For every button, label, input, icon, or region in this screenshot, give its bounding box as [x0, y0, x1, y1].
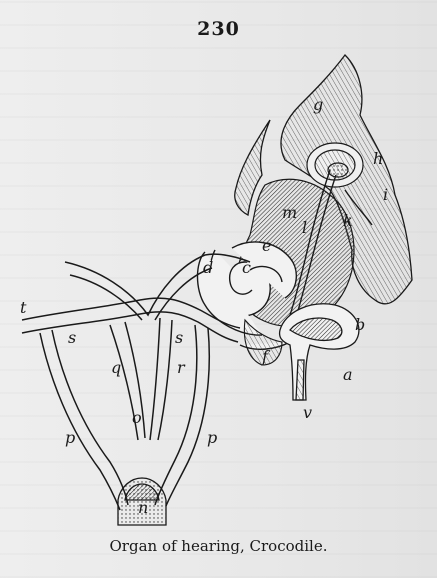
label-s-left: s — [68, 328, 76, 347]
label-r: r — [177, 358, 186, 377]
label-c: c — [242, 258, 251, 277]
label-o: o — [132, 408, 142, 427]
label-l: l — [302, 218, 307, 237]
label-t: t — [20, 298, 27, 317]
label-m: m — [282, 203, 297, 222]
lagena-b — [280, 304, 359, 400]
label-e: e — [262, 236, 271, 255]
label-n: n — [138, 498, 148, 517]
label-v: v — [303, 403, 312, 422]
label-a: a — [343, 365, 353, 384]
label-s-right: s — [175, 328, 183, 347]
cochlea-g — [307, 143, 363, 187]
label-b: b — [355, 315, 365, 334]
label-d: d — [203, 258, 213, 277]
label-p-right: p — [207, 428, 217, 447]
figure-caption: Organ of hearing, Crocodile. — [0, 537, 437, 555]
label-p-left: p — [65, 428, 75, 447]
label-i: i — [383, 185, 388, 204]
label-g: g — [313, 95, 323, 114]
label-h: h — [373, 149, 383, 168]
label-q: q — [111, 358, 121, 377]
label-k: k — [343, 211, 353, 230]
